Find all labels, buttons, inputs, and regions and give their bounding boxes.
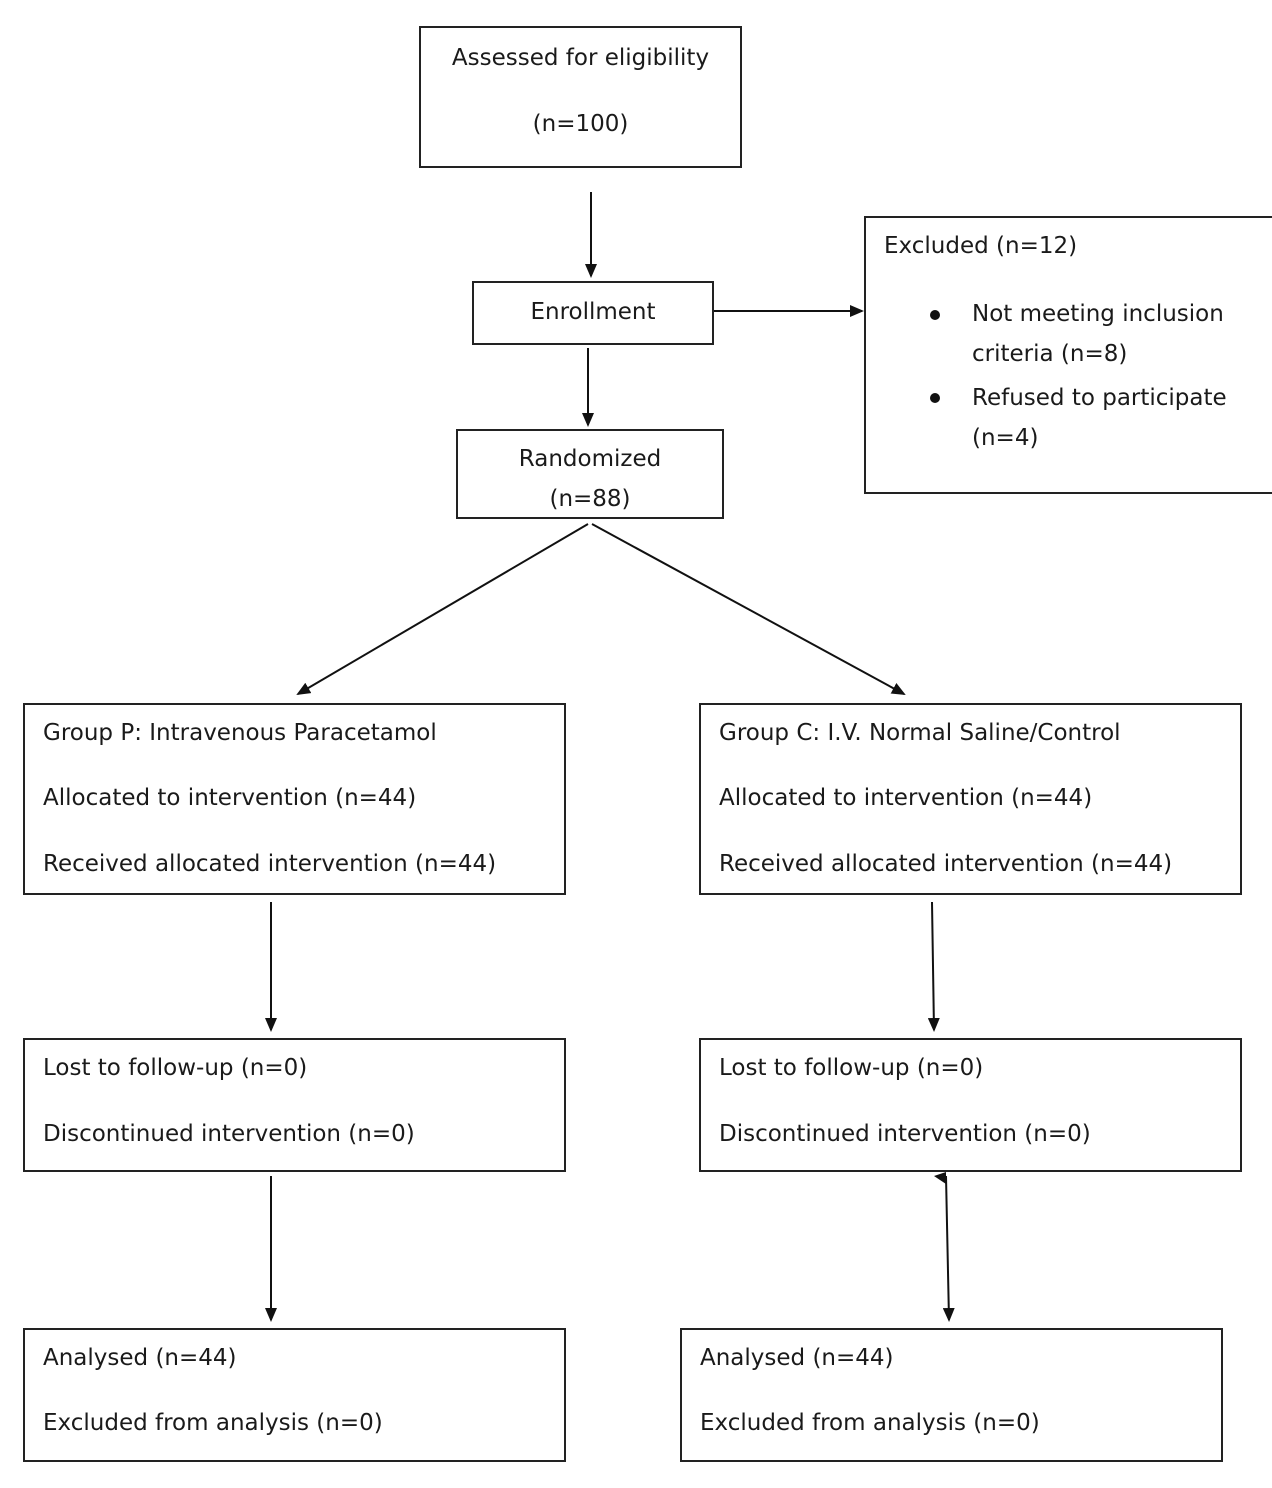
- group-p-received: Received allocated intervention (n=44): [43, 851, 497, 877]
- group-c-followup-box: Lost to follow-up (n=0) Discontinued int…: [699, 1038, 1242, 1172]
- arrow-randomized-to-group-c: [591, 523, 906, 695]
- group-c-allocated: Allocated to intervention (n=44): [719, 785, 1093, 811]
- excluded-title: Excluded (n=12): [884, 233, 1078, 259]
- randomized-box: Randomized (n=88): [456, 429, 724, 519]
- group-p-discontinued: Discontinued intervention (n=0): [43, 1121, 415, 1147]
- assessed-count: (n=100): [532, 111, 629, 137]
- enrollment-box: Enrollment: [472, 281, 714, 345]
- assessed-box: Assessed for eligibility (n=100): [419, 26, 742, 168]
- excluded-box: Excluded (n=12) Not meeting inclusion cr…: [864, 216, 1272, 494]
- enrollment-label: Enrollment: [530, 299, 656, 325]
- group-p-analysed: Analysed (n=44): [43, 1345, 237, 1371]
- arrow-randomized-to-group-p: [296, 523, 589, 696]
- group-p-analysis-box: Analysed (n=44) Excluded from analysis (…: [23, 1328, 566, 1462]
- excluded-item-2-line2: (n=4): [972, 425, 1039, 451]
- group-p-excluded-analysis: Excluded from analysis (n=0): [43, 1410, 383, 1436]
- arrow-followup-c-to-analysed: [942, 1175, 955, 1322]
- group-c-analysed: Analysed (n=44): [700, 1345, 894, 1371]
- group-c-excluded-analysis: Excluded from analysis (n=0): [700, 1410, 1040, 1436]
- arrow-group-c-to-followup: [927, 901, 940, 1032]
- randomized-title: Randomized: [518, 446, 662, 472]
- assessed-title: Assessed for eligibility: [451, 45, 710, 71]
- group-p-followup-box: Lost to follow-up (n=0) Discontinued int…: [23, 1038, 566, 1172]
- group-p-lost: Lost to follow-up (n=0): [43, 1055, 308, 1081]
- group-c-analysis-box: Analysed (n=44) Excluded from analysis (…: [680, 1328, 1223, 1462]
- group-p-allocation-box: Group P: Intravenous Paracetamol Allocat…: [23, 703, 566, 895]
- excluded-item-2-line1: Refused to participate: [972, 385, 1227, 411]
- bullet-icon: [930, 310, 940, 320]
- group-c-lost: Lost to follow-up (n=0): [719, 1055, 984, 1081]
- excluded-item-1-line1: Not meeting inclusion: [972, 301, 1224, 327]
- group-c-allocation-box: Group C: I.V. Normal Saline/Control Allo…: [699, 703, 1242, 895]
- group-c-received: Received allocated intervention (n=44): [719, 851, 1173, 877]
- group-c-discontinued: Discontinued intervention (n=0): [719, 1121, 1091, 1147]
- group-c-title: Group C: I.V. Normal Saline/Control: [719, 720, 1121, 746]
- randomized-count: (n=88): [549, 486, 631, 512]
- group-p-title: Group P: Intravenous Paracetamol: [43, 720, 437, 746]
- arrow-small-tick: [934, 1172, 946, 1184]
- group-p-allocated: Allocated to intervention (n=44): [43, 785, 417, 811]
- bullet-icon: [930, 393, 940, 403]
- excluded-item-1-line2: criteria (n=8): [972, 341, 1128, 367]
